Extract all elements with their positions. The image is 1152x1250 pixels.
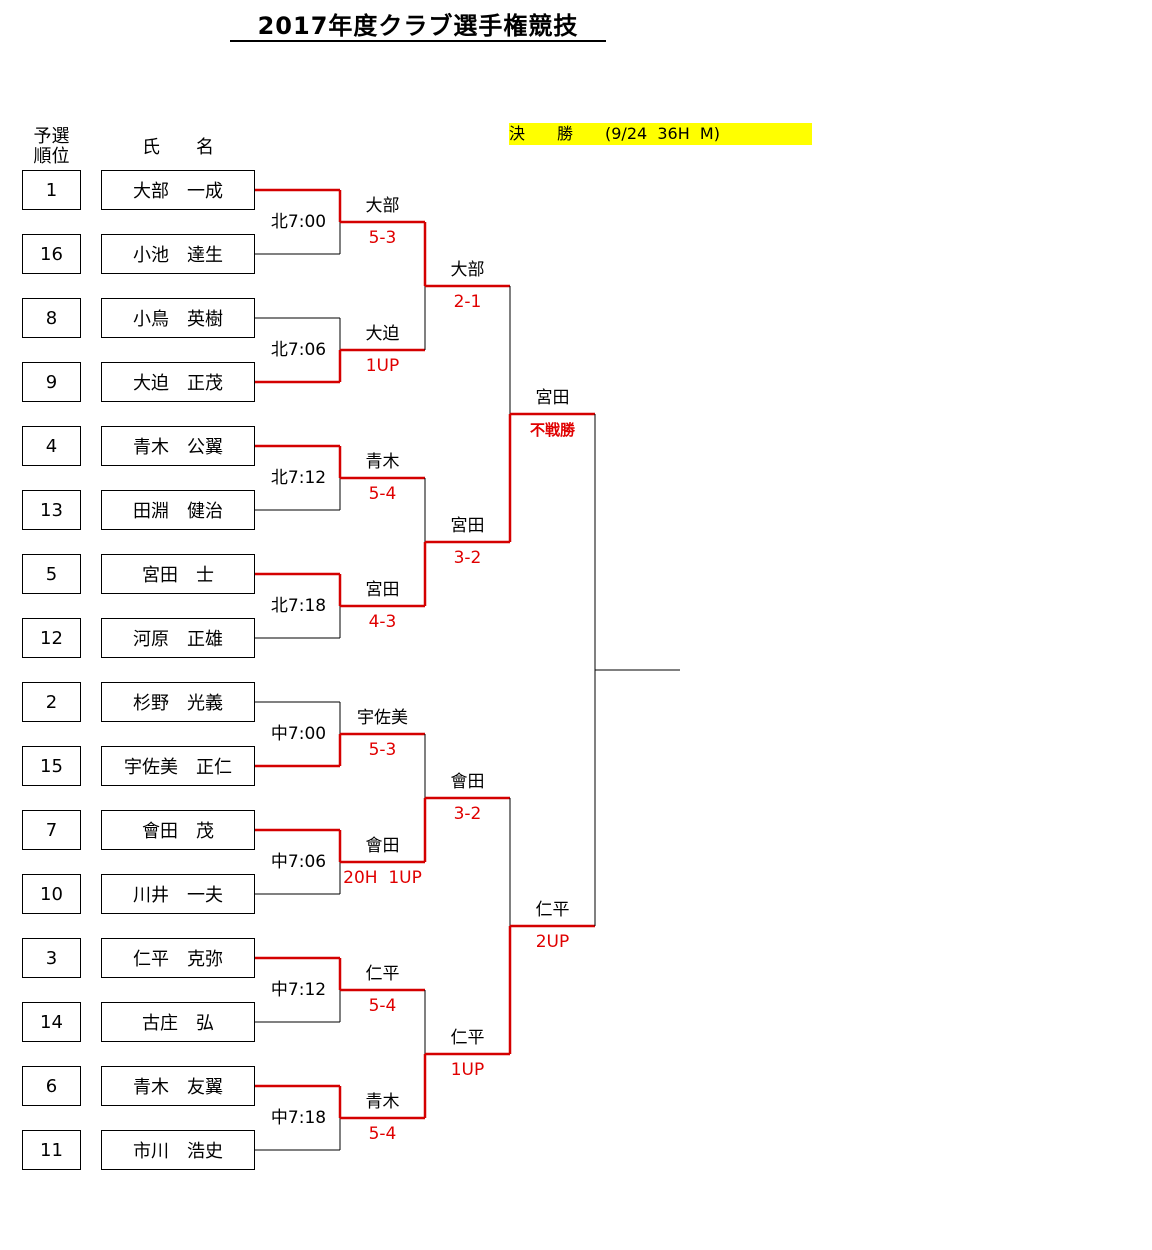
match-winner: 宮田 — [365, 580, 400, 600]
match-score: 2UP — [535, 932, 570, 952]
match-time: 北7:18 — [270, 596, 327, 616]
match-winner: 大部 — [450, 260, 485, 280]
match-score: 不戦勝 — [529, 421, 575, 439]
match-time: 北7:12 — [270, 468, 327, 488]
player-name: 會田 茂 — [101, 810, 255, 850]
seed-rank: 2 — [22, 682, 81, 722]
player-name: 大迫 正茂 — [101, 362, 255, 402]
match-time: 中7:00 — [270, 724, 327, 744]
player-name: 古庄 弘 — [101, 1002, 255, 1042]
match-score: 5-3 — [368, 228, 397, 248]
player-name: 川井 一夫 — [101, 874, 255, 914]
match-score: 5-4 — [368, 996, 397, 1016]
match-winner: 仁平 — [450, 1028, 485, 1048]
seed-rank: 9 — [22, 362, 81, 402]
player-name: 河原 正雄 — [101, 618, 255, 658]
player-name: 田淵 健治 — [101, 490, 255, 530]
match-winner: 大迫 — [365, 324, 400, 344]
match-score: 5-3 — [368, 740, 397, 760]
seed-rank: 7 — [22, 810, 81, 850]
match-winner: 宮田 — [535, 388, 570, 408]
player-name: 宇佐美 正仁 — [101, 746, 255, 786]
player-name: 青木 公翼 — [101, 426, 255, 466]
match-score: 1UP — [365, 356, 400, 376]
match-winner: 宮田 — [450, 516, 485, 536]
page-title: 2017年度クラブ選手権競技 — [230, 12, 606, 42]
match-score: 3-2 — [453, 804, 482, 824]
seed-rank: 10 — [22, 874, 81, 914]
player-name: 宮田 士 — [101, 554, 255, 594]
seed-rank: 15 — [22, 746, 81, 786]
match-score: 4-3 — [368, 612, 397, 632]
player-name: 大部 一成 — [101, 170, 255, 210]
match-time: 北7:00 — [270, 212, 327, 232]
match-score: 3-2 — [453, 548, 482, 568]
seed-rank: 3 — [22, 938, 81, 978]
match-winner: 青木 — [365, 1092, 400, 1112]
match-winner: 宇佐美 — [357, 708, 408, 728]
seed-rank: 12 — [22, 618, 81, 658]
match-time: 中7:06 — [270, 852, 327, 872]
seed-rank: 8 — [22, 298, 81, 338]
match-score: 1UP — [450, 1060, 485, 1080]
match-winner: 青木 — [365, 452, 400, 472]
final-banner: 決 勝 (9/24 36H M) — [509, 123, 812, 145]
player-name: 小鳥 英樹 — [101, 298, 255, 338]
seed-rank: 13 — [22, 490, 81, 530]
seed-rank: 1 — [22, 170, 81, 210]
match-score: 2-1 — [453, 292, 482, 312]
seed-rank: 14 — [22, 1002, 81, 1042]
seed-rank: 6 — [22, 1066, 81, 1106]
player-name: 小池 達生 — [101, 234, 255, 274]
match-winner: 仁平 — [535, 900, 570, 920]
seed-rank: 11 — [22, 1130, 81, 1170]
match-time: 中7:18 — [270, 1108, 327, 1128]
name-header: 氏 名 — [142, 137, 214, 158]
match-time: 中7:12 — [270, 980, 327, 1000]
seed-rank: 5 — [22, 554, 81, 594]
player-name: 仁平 克弥 — [101, 938, 255, 978]
player-name: 青木 友翼 — [101, 1066, 255, 1106]
match-winner: 會田 — [450, 772, 485, 792]
match-score: 5-4 — [368, 484, 397, 504]
player-name: 市川 浩史 — [101, 1130, 255, 1170]
match-winner: 仁平 — [365, 964, 400, 984]
seed-rank: 4 — [22, 426, 81, 466]
player-name: 杉野 光義 — [101, 682, 255, 722]
match-score: 20H 1UP — [343, 868, 422, 888]
rank-header: 予選 順位 — [33, 126, 70, 167]
match-score: 5-4 — [368, 1124, 397, 1144]
match-winner: 會田 — [365, 836, 400, 856]
match-winner: 大部 — [365, 196, 400, 216]
match-time: 北7:06 — [270, 340, 327, 360]
seed-rank: 16 — [22, 234, 81, 274]
